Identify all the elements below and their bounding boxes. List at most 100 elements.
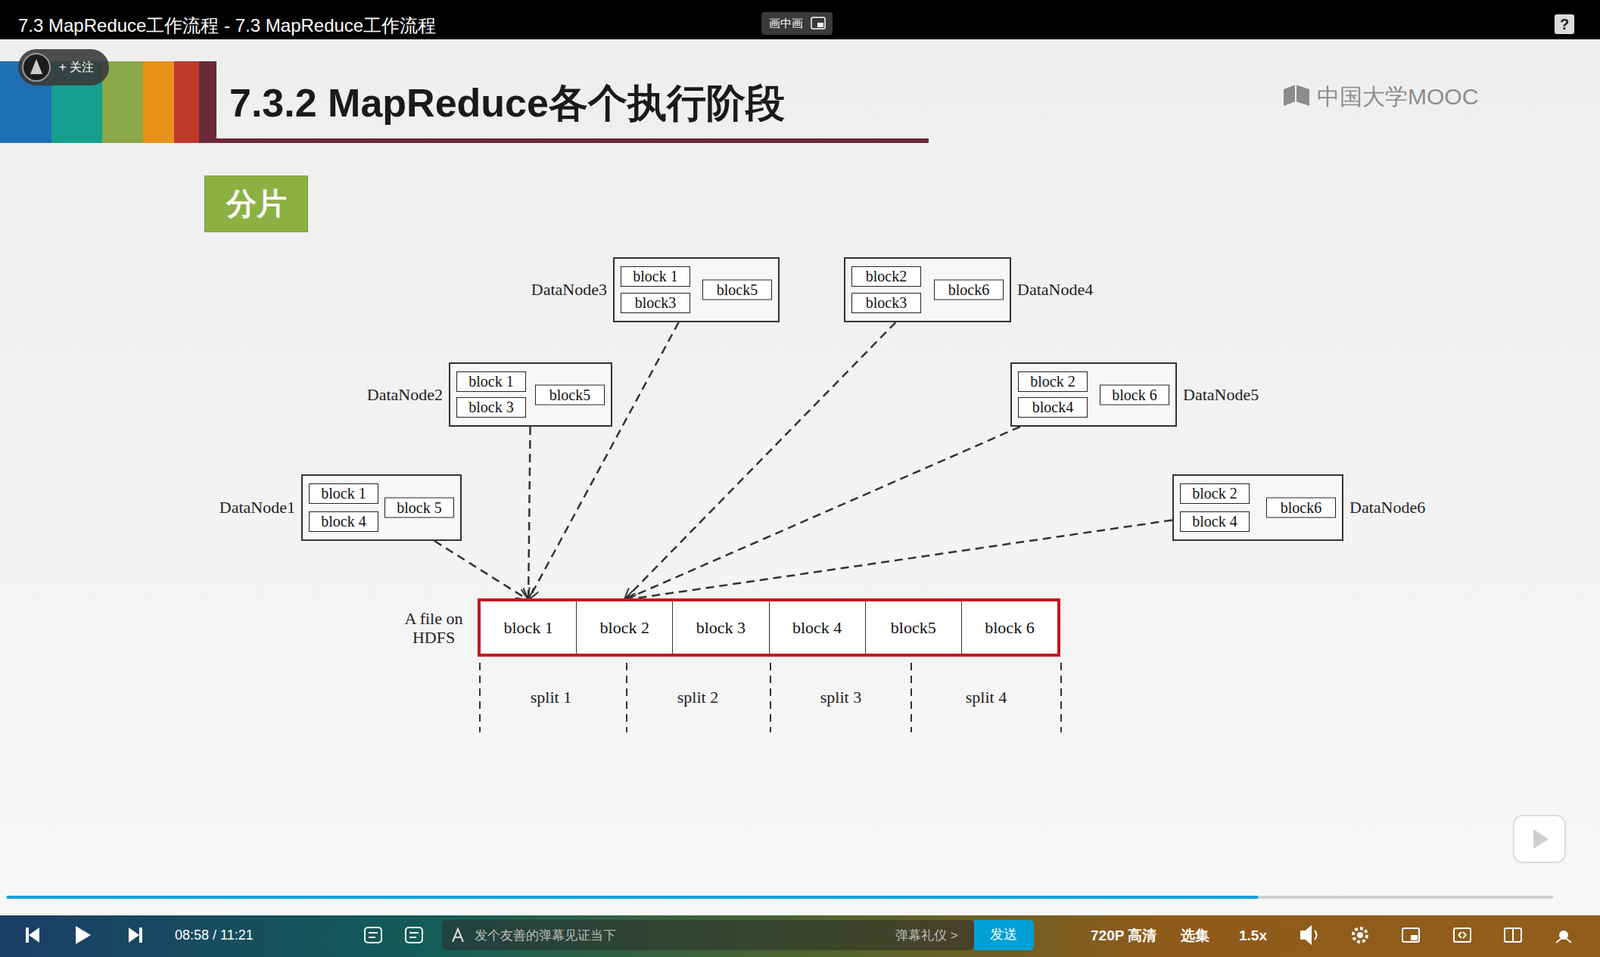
replica-read-arrow <box>624 426 1021 601</box>
file-block-cell: block 6 <box>961 601 1058 654</box>
quality-button: 720P 高清 <box>1090 927 1157 944</box>
datanode-label: DataNode3 <box>531 280 608 299</box>
split-label: split 1 <box>530 687 572 707</box>
slide-title: 7.3.2 MapReduce各个执行阶段 <box>229 80 785 125</box>
block-name: block5 <box>549 385 591 403</box>
help-icon: ? <box>1559 15 1569 33</box>
block-replica: block 2 <box>1179 483 1250 505</box>
badge-text: 分片 <box>226 183 287 225</box>
datanode-label: DataNode1 <box>219 498 296 517</box>
datanode-label: DataNode6 <box>1349 498 1426 517</box>
block-name: block 1 <box>468 373 514 390</box>
file-block-cell: block 4 <box>768 601 866 654</box>
play-time-box: 08:58 / 11:21 <box>174 927 254 945</box>
block-name: block 1 <box>320 485 366 502</box>
replica-read-arrow <box>434 541 529 601</box>
block-replica: block 4 <box>1179 511 1250 533</box>
datanode-label-box: DataNode2 <box>367 385 443 405</box>
slide-title-box: 7.3.2 MapReduce各个执行阶段 <box>229 77 785 131</box>
block-replica: block3 <box>620 292 691 314</box>
block-replica: block 2 <box>1017 371 1088 393</box>
mooc-logo-box: 中国大学MOOC <box>1316 83 1479 111</box>
block-replica: block 1 <box>620 266 691 287</box>
block-name: block 6 <box>984 618 1034 639</box>
quality-button-box: 720P 高清 <box>1090 927 1157 946</box>
file-block-cell: block5 <box>865 601 962 654</box>
block-name: block 5 <box>396 499 442 517</box>
episode-button: 选集 <box>1180 927 1210 944</box>
block-replica: block 1 <box>308 483 379 505</box>
danmaku-rules: 弹幕礼仪 > <box>895 928 959 944</box>
block-replica: block 5 <box>384 498 455 519</box>
speed-button-box: 1.5x <box>1238 927 1267 946</box>
block-replica: block6 <box>933 280 1004 301</box>
split-label: split 2 <box>677 687 719 707</box>
block-name: block 6 <box>1111 385 1157 403</box>
datanode-label-box: DataNode4 <box>1017 280 1093 300</box>
block-replica: block5 <box>535 384 605 405</box>
mooc-logo: 中国大学MOOC <box>1316 84 1479 109</box>
block-name: block 1 <box>503 618 553 639</box>
datanode-box: DataNode5block 2block4block 6 <box>1010 362 1177 427</box>
block-name: block6 <box>948 281 990 299</box>
split-label-box: split 2 <box>677 687 719 708</box>
hdfs-file: A file on HDFSblock 1block 2block 3block… <box>477 598 1061 657</box>
replica-read-arrow <box>624 519 1173 601</box>
block-name: block2 <box>865 267 907 285</box>
block-replica: block 3 <box>456 397 527 418</box>
block-replica: block2 <box>851 266 922 287</box>
datanode-box: DataNode4block2block3block6 <box>843 257 1012 323</box>
block-name: block 2 <box>600 618 650 639</box>
block-replica: block 1 <box>456 371 527 393</box>
episode-button-box: 选集 <box>1180 927 1210 946</box>
send-button: 发送 <box>989 927 1018 943</box>
split-label: split 3 <box>820 687 862 707</box>
stage-badge: 分片 <box>204 175 309 233</box>
danmaku-placeholder: 发个友善的弹幕见证当下 <box>474 928 617 944</box>
follow-button: + 关注 <box>59 60 94 74</box>
help-icon-box: ? <box>1559 15 1569 34</box>
datanode-label: DataNode4 <box>1017 280 1093 299</box>
block-replica: block3 <box>851 292 922 314</box>
datanode-label-box: DataNode1 <box>219 498 296 518</box>
block-name: block 4 <box>792 618 842 639</box>
file-block-cell: block 3 <box>672 601 769 654</box>
datanode-label-box: DataNode5 <box>1182 385 1259 405</box>
block-name: block3 <box>635 294 676 312</box>
datanode-label-box: DataNode6 <box>1349 498 1426 518</box>
pip-button-box: 画中画 <box>768 16 804 31</box>
block-name: block6 <box>1280 499 1322 517</box>
danmaku-placeholder-box: 发个友善的弹幕见证当下 <box>474 928 617 944</box>
window-title: 7.3 MapReduce工作流程 - 7.3 MapReduce工作流程 <box>18 15 436 36</box>
block-name: block 2 <box>1192 485 1237 502</box>
speed-button: 1.5x <box>1238 927 1267 944</box>
datanode-box: DataNode3block 1block3block5 <box>613 257 780 323</box>
block-name: block4 <box>1032 398 1074 416</box>
block-name: block5 <box>890 618 937 639</box>
replica-read-arrow <box>624 322 897 601</box>
file-block-cell: block 2 <box>575 601 673 654</box>
block-name: block 2 <box>1030 373 1075 390</box>
block-name: block 3 <box>468 398 514 416</box>
block-name: block5 <box>716 281 758 299</box>
block-name: block 1 <box>632 267 678 285</box>
datanode-box: DataNode2block 1block 3block5 <box>448 362 613 427</box>
window-title-box: 7.3 MapReduce工作流程 - 7.3 MapReduce工作流程 <box>18 15 436 38</box>
file-block-cell: block 1 <box>480 601 576 654</box>
split-label: split 4 <box>965 687 1007 707</box>
danmaku-rules-box: 弹幕礼仪 > <box>895 928 959 944</box>
block-replica: block 4 <box>308 511 379 533</box>
datanode-box: DataNode6block 2block 4block6 <box>1172 474 1344 542</box>
play-time: 08:58 / 11:21 <box>174 927 254 944</box>
block-replica: block6 <box>1266 498 1336 519</box>
file-label-box: A file on HDFS <box>394 608 474 648</box>
split-label-box: split 4 <box>965 687 1007 708</box>
split-label-box: split 3 <box>820 687 862 708</box>
block-replica: block5 <box>702 280 772 301</box>
datanode-label: DataNode2 <box>367 385 443 405</box>
datanode-label-box: DataNode3 <box>531 280 608 300</box>
block-replica: block4 <box>1017 397 1088 418</box>
